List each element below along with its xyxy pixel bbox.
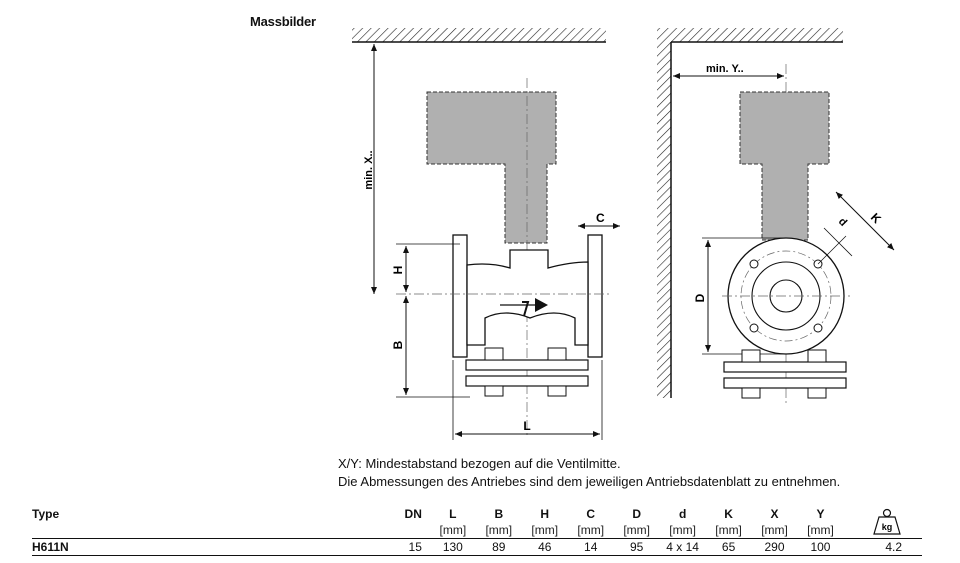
wall-hatch-right [657,42,671,398]
unit-cell: [mm] [715,523,742,537]
row-y: 100 [797,538,844,556]
row-l: 130 [429,538,476,556]
unit-cell: [mm] [531,523,559,537]
col-header-dn: DN [404,507,422,521]
row-type: H611N [32,538,384,556]
row-b: 89 [475,538,522,556]
weight-unit: kg [882,522,893,532]
col-header-k: K [724,507,733,521]
col-header-y: Y [816,507,825,521]
ceiling-hatch-right [657,28,843,42]
row-dn: 15 [383,538,430,556]
row-x: 290 [751,538,798,556]
col-header-b: B [494,507,504,521]
l-label: L [523,419,530,433]
d-upper-label: D [693,293,707,302]
valve-body-left [466,249,589,346]
row-h: 46 [521,538,568,556]
unit-cell: [mm] [439,523,467,537]
col-header-h: H [540,507,550,521]
b-label: B [391,340,405,349]
table-units-row: [mm] [mm] [mm] [mm] [mm] [mm] [mm] [mm] … [32,522,922,539]
unit-cell: [mm] [577,523,605,537]
note-min-distance: X/Y: Mindestabstand bezogen auf die Vent… [338,456,621,471]
col-header-d-lower: d [678,507,687,521]
c-label: C [596,211,605,225]
unit-cell: [mm] [485,523,513,537]
col-header-weight: kg [843,506,922,539]
h-label: H [391,266,405,275]
table-header-row: Type DN L B H C D d K X Y kg [32,506,922,535]
section-title: Massbilder [250,14,316,29]
col-header-d-upper: D [632,507,641,521]
row-c: 14 [567,538,614,556]
unit-cell: [mm] [623,523,650,537]
actuator-right [739,91,830,241]
unit-cell: [mm] [761,523,788,537]
unit-cell: [mm] [669,523,696,537]
row-k: 65 [705,538,752,556]
min-x-label: min. X.. [363,150,375,189]
k-label: K [868,210,884,226]
min-y-label: min. Y.. [706,63,744,75]
dimension-drawing: min. X.. C H B L min. Y.. [352,28,895,440]
actuator-left [426,91,557,244]
row-weight: 4.2 [843,538,922,556]
weight-icon: kg [873,508,901,535]
d-lower-label: d [836,216,849,229]
row-d-lower: 4 x 14 [659,538,706,556]
note-actuator-dimensions: Die Abmessungen des Antriebes sind dem j… [338,474,841,489]
ceiling-hatch-left [352,28,606,42]
unit-cell: [mm] [807,523,834,537]
dimension-table: Type DN L B H C D d K X Y kg [mm] [mm] [… [32,506,922,556]
row-d-upper: 95 [613,538,660,556]
table-row: H611N 15 130 89 46 14 95 4 x 14 65 290 1… [32,538,922,556]
col-header-x: X [770,507,779,521]
col-header-l: L [449,507,457,521]
col-header-c: C [586,507,596,521]
col-header-type: Type [32,507,60,521]
